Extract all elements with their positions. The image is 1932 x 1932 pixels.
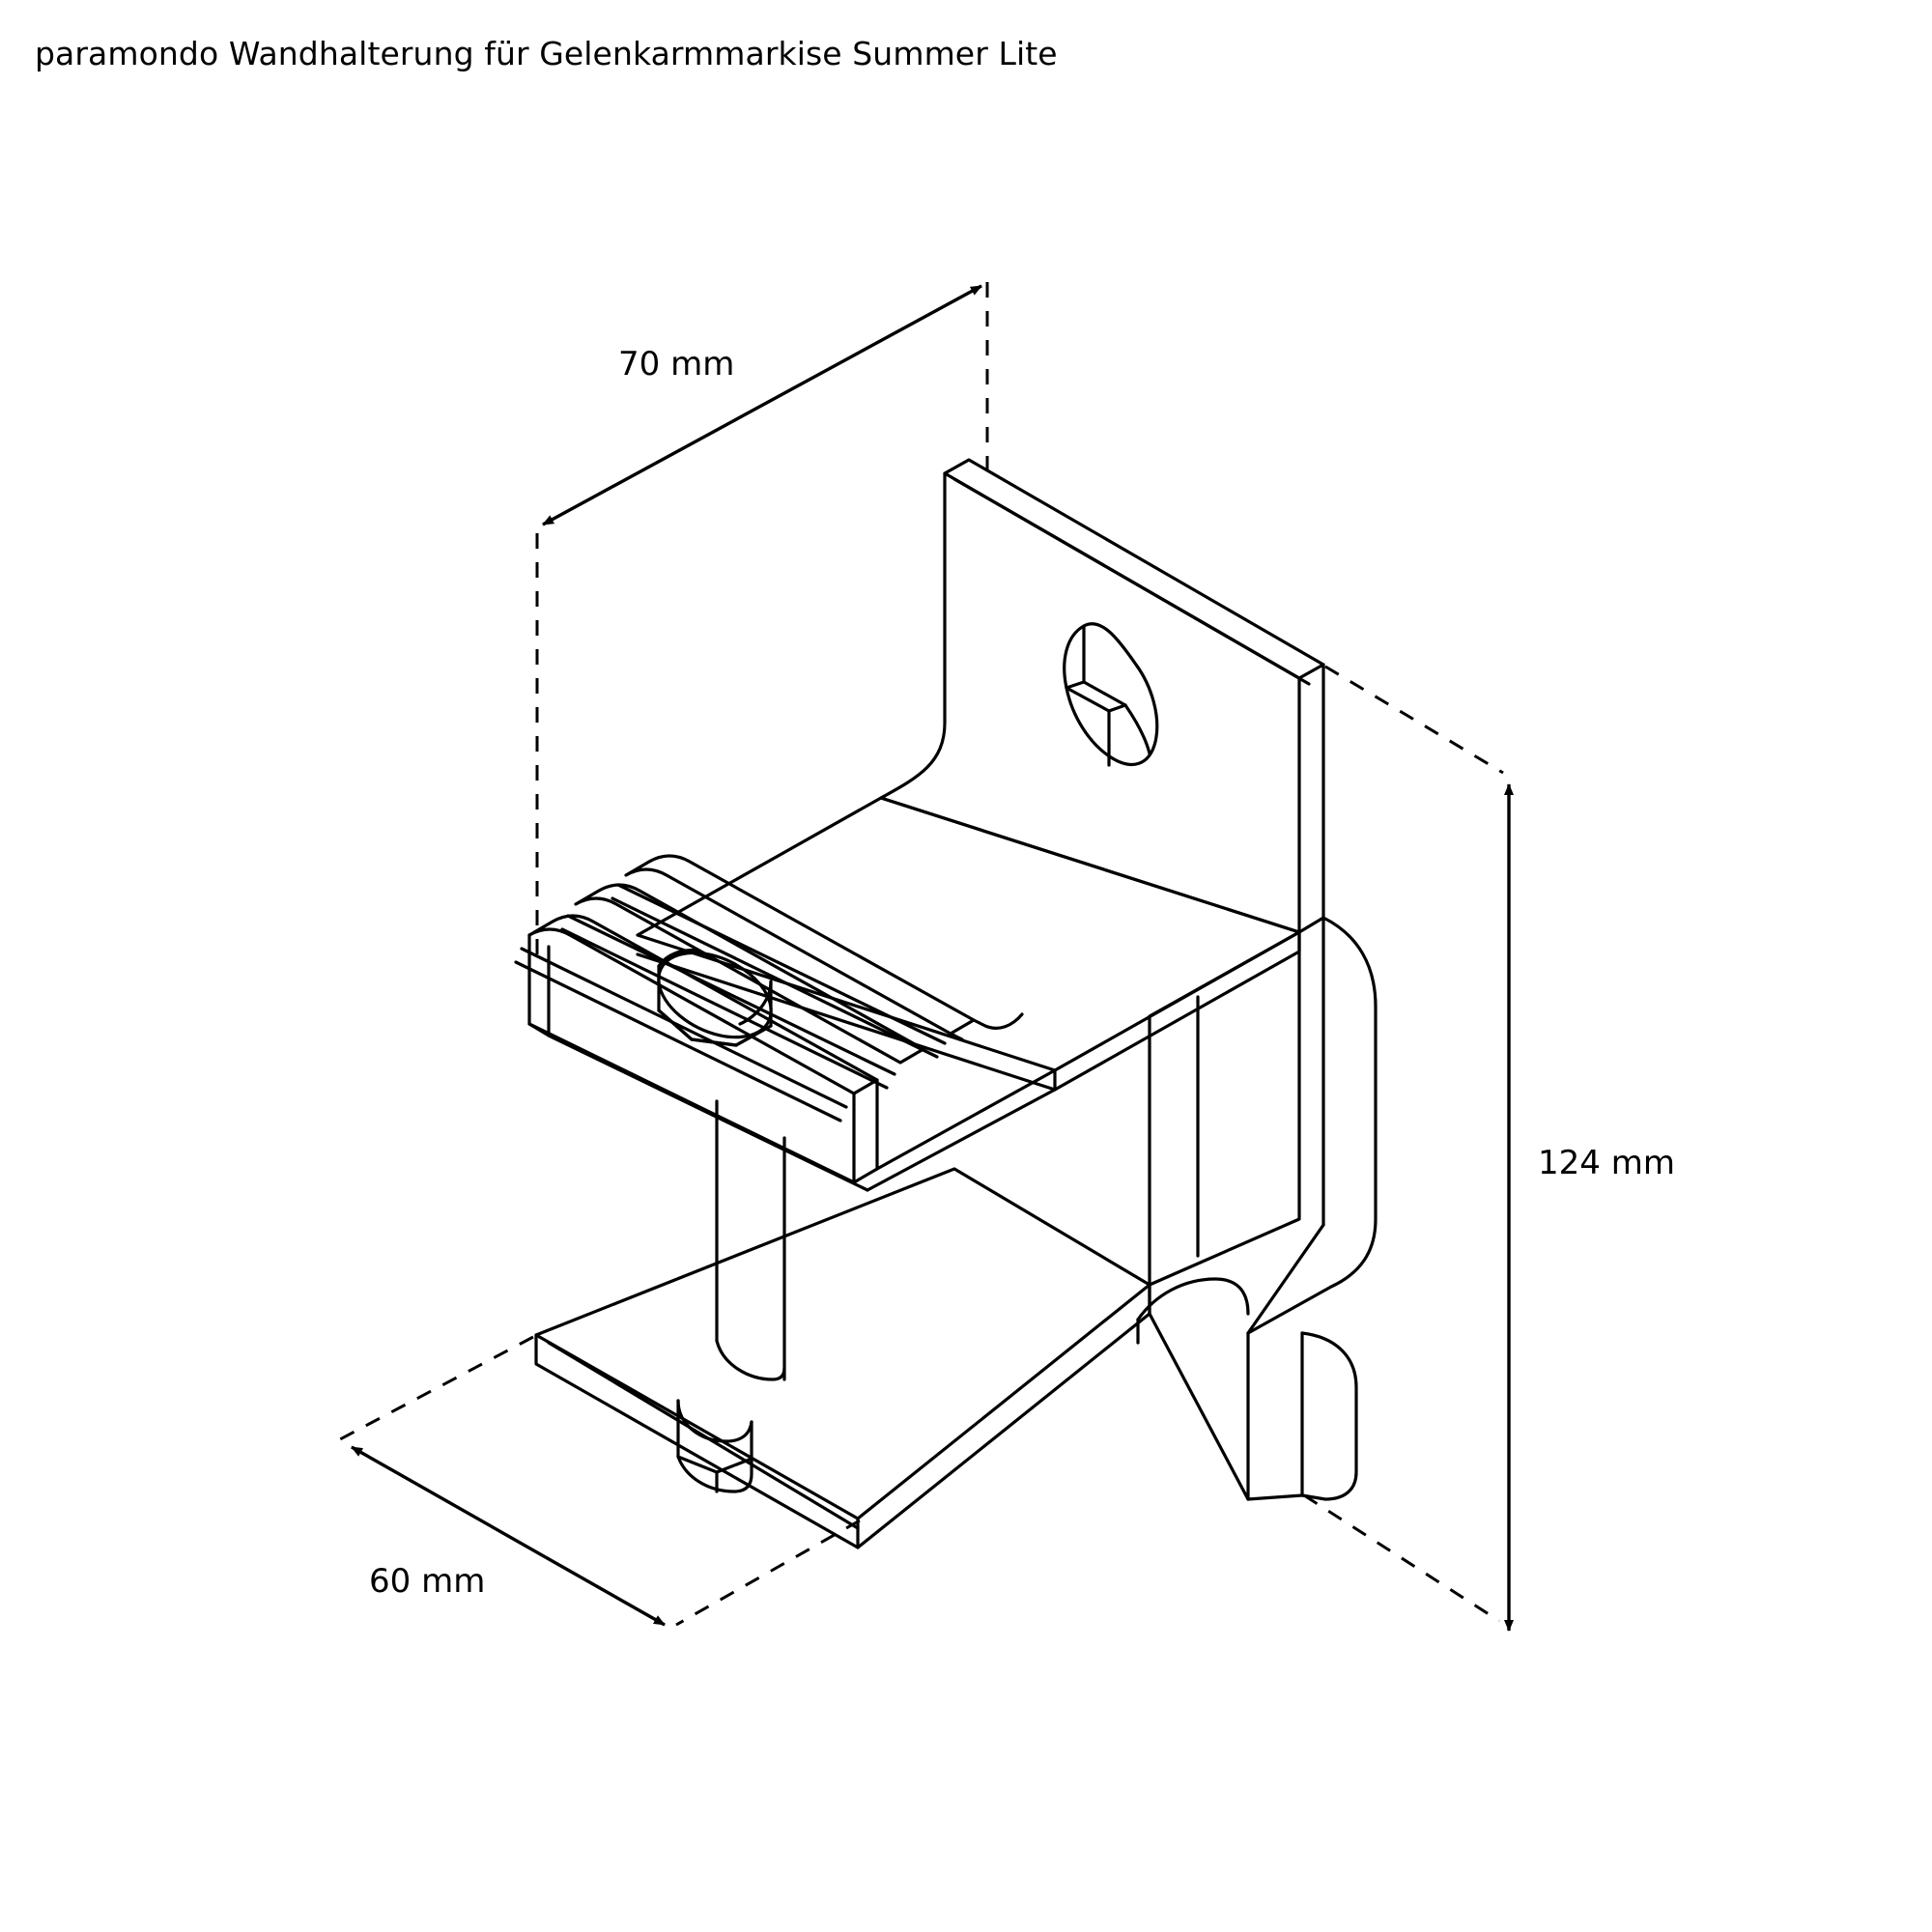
page-title: paramondo Wandhalterung für Gelenkarmmar…	[35, 35, 1058, 72]
hex-nut	[676, 1399, 753, 1493]
lower-plate	[534, 1167, 1151, 1549]
bolt-shaft	[715, 1099, 786, 1381]
clamp-rail-plate	[514, 854, 1057, 1192]
width-dimension-line	[351, 1445, 666, 1627]
wall-flange	[1136, 916, 1378, 1501]
dimension-depth: 70 mm	[535, 282, 989, 958]
dimension-height: 124 mm	[1303, 665, 1675, 1632]
dimension-width: 60 mm	[339, 1335, 861, 1627]
back-plate	[879, 458, 1325, 934]
mounting-hole	[1063, 622, 1159, 767]
hex-bolt-head	[657, 949, 773, 1047]
depth-dimension-line	[542, 284, 982, 526]
height-extension-line-top	[1324, 665, 1504, 775]
width-extension-line-left	[339, 1335, 534, 1441]
width-extension-line-right	[675, 1519, 861, 1627]
width-dimension-label: 60 mm	[369, 1562, 485, 1601]
height-extension-line-bottom	[1303, 1493, 1500, 1623]
depth-dimension-label: 70 mm	[618, 345, 734, 384]
height-dimension-label: 124 mm	[1538, 1144, 1675, 1182]
